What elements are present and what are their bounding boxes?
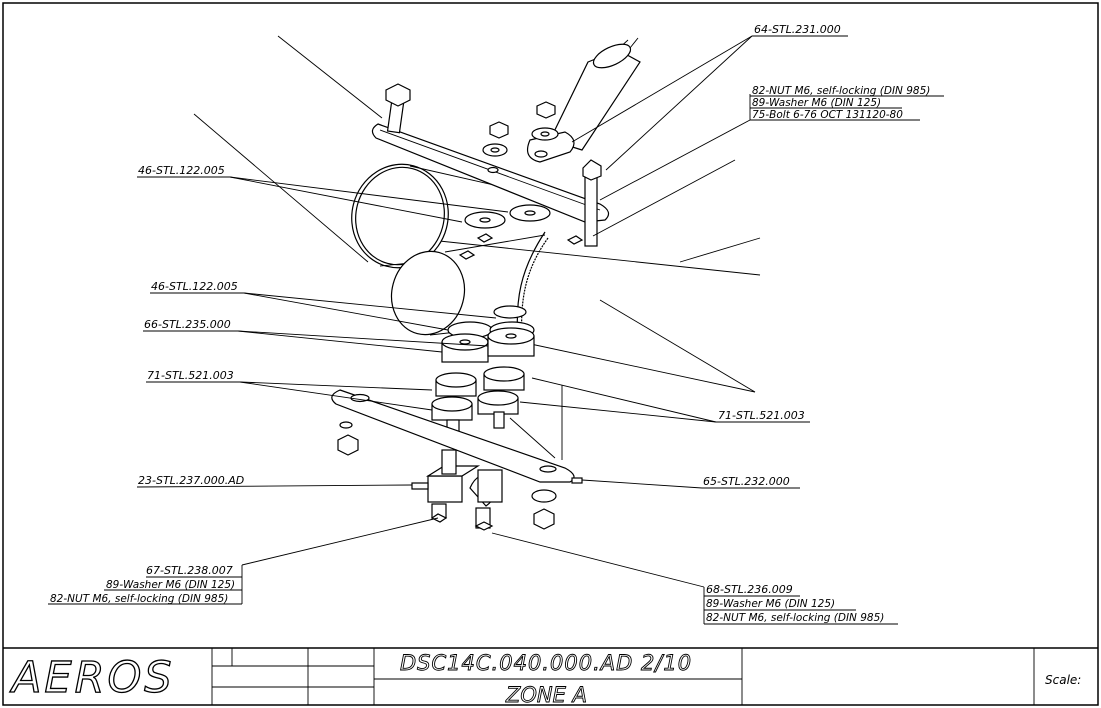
aeros-logo: AEROS	[9, 653, 175, 703]
main-tube	[351, 163, 561, 343]
label-23-stl: 23-STL.237.000.AD	[138, 474, 244, 487]
label-br-nut: 82-NUT M6, self-locking (DIN 985)	[706, 612, 884, 624]
strut-tube-top	[549, 37, 641, 151]
label-68-stl: 68-STL.236.009	[706, 583, 793, 596]
scale-label: Scale:	[1045, 673, 1081, 687]
clamp-block	[411, 449, 583, 531]
title-block: AEROS DSC14C.040.000.AD 2/10 ZONE A Scal…	[3, 647, 1098, 707]
label-71-stl-left: 71-STL.521.003	[147, 369, 234, 382]
lower-bracket-plate	[331, 385, 575, 530]
spacer-stack	[431, 305, 535, 437]
label-65-stl: 65-STL.232.000	[703, 475, 790, 488]
label-bl-washer: 89-Washer M6 (DIN 125)	[106, 579, 235, 591]
label-46-stl-lower: 46-STL.122.005	[151, 280, 238, 293]
label-hw-top-bolt: 75-Bolt 6-76 OCT 131120-80	[752, 109, 903, 121]
top-bracket-plate	[371, 83, 610, 260]
label-hw-top-nut: 82-NUT M6, self-locking (DIN 985)	[752, 85, 930, 97]
label-71-stl-right: 71-STL.521.003	[718, 409, 805, 422]
label-67-stl: 67-STL.238.007	[146, 564, 233, 577]
label-66-stl: 66-STL.235.000	[144, 318, 231, 331]
label-br-washer: 89-Washer M6 (DIN 125)	[706, 598, 835, 610]
label-64-stl: 64-STL.231.000	[754, 23, 841, 36]
label-hw-top-washer: 89-Washer M6 (DIN 125)	[752, 97, 881, 109]
label-46-stl-upper: 46-STL.122.005	[138, 164, 225, 177]
label-bl-nut: 82-NUT M6, self-locking (DIN 985)	[50, 593, 228, 605]
leader-lines	[136, 35, 920, 588]
drawing-number: DSC14C.040.000.AD 2/10	[400, 651, 692, 675]
callout-labels: 64-STL.231.000 82-NUT M6, self-locking (…	[50, 23, 930, 624]
assembly-drawing	[48, 35, 944, 625]
zone-label: ZONE A	[505, 683, 587, 707]
